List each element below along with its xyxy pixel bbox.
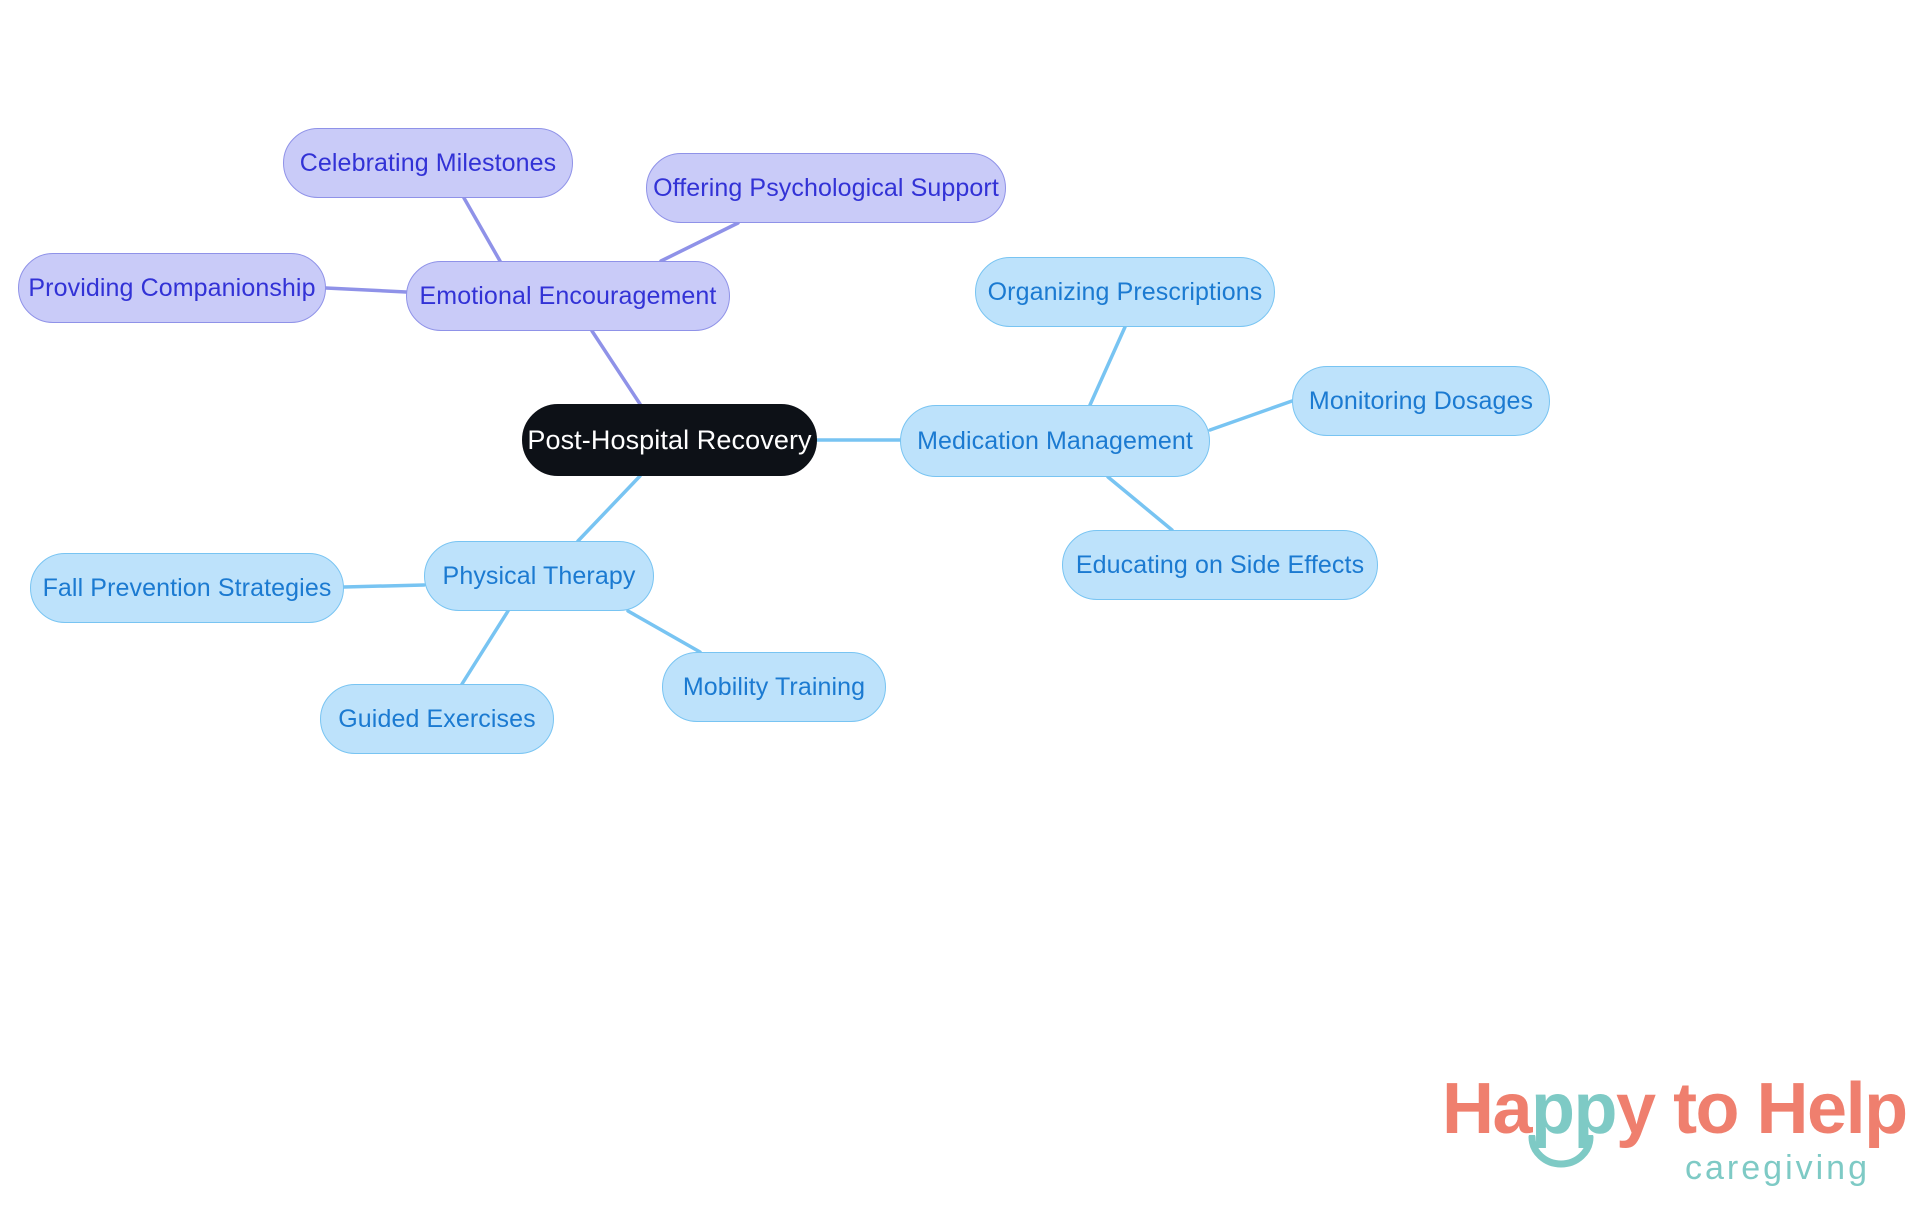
node-celebrating-milestones[interactable]: Celebrating Milestones [283, 128, 573, 198]
node-fall-prevention-strategies[interactable]: Fall Prevention Strategies [30, 553, 344, 623]
edge-physical-mobility [626, 609, 702, 654]
logo-wordmark: Happy to Help [1442, 1073, 1908, 1145]
node-medication-management[interactable]: Medication Management [900, 405, 1210, 477]
edge-emotional-providing [324, 286, 408, 294]
node-educating-on-side-effects[interactable]: Educating on Side Effects [1062, 530, 1378, 600]
logo-tagline: caregiving [1685, 1149, 1870, 1187]
node-organizing-prescriptions[interactable]: Organizing Prescriptions [975, 257, 1275, 327]
node-mobility-training[interactable]: Mobility Training [662, 652, 886, 722]
logo-word-pp: pp [1531, 1069, 1617, 1149]
node-monitoring-dosages[interactable]: Monitoring Dosages [1292, 366, 1550, 436]
brand-logo: Happy to Help caregiving [1442, 1073, 1908, 1193]
logo-smile-icon [1528, 1135, 1594, 1168]
logo-word-ha: Ha [1442, 1069, 1533, 1149]
node-offering-psychological-support[interactable]: Offering Psychological Support [646, 153, 1006, 223]
edge-root-physical [576, 474, 642, 543]
logo-word-p: p [1864, 1069, 1908, 1149]
node-emotional-encouragement[interactable]: Emotional Encouragement [406, 261, 730, 331]
edge-root-emotional [590, 329, 642, 406]
edge-medication-organizing [1088, 325, 1127, 407]
edge-emotional-offering [659, 221, 740, 263]
node-post-hospital-recovery[interactable]: Post-Hospital Recovery [522, 404, 817, 476]
node-providing-companionship[interactable]: Providing Companionship [18, 253, 326, 323]
edge-emotional-celebrating [462, 196, 502, 263]
edge-medication-monitoring [1208, 399, 1294, 432]
edge-medication-educating [1106, 475, 1174, 532]
node-guided-exercises[interactable]: Guided Exercises [320, 684, 554, 754]
logo-word-y-to-hel: y to Hel [1616, 1069, 1866, 1149]
edge-physical-guided [460, 609, 510, 686]
edge-physical-fall [342, 583, 426, 589]
node-physical-therapy[interactable]: Physical Therapy [424, 541, 654, 611]
